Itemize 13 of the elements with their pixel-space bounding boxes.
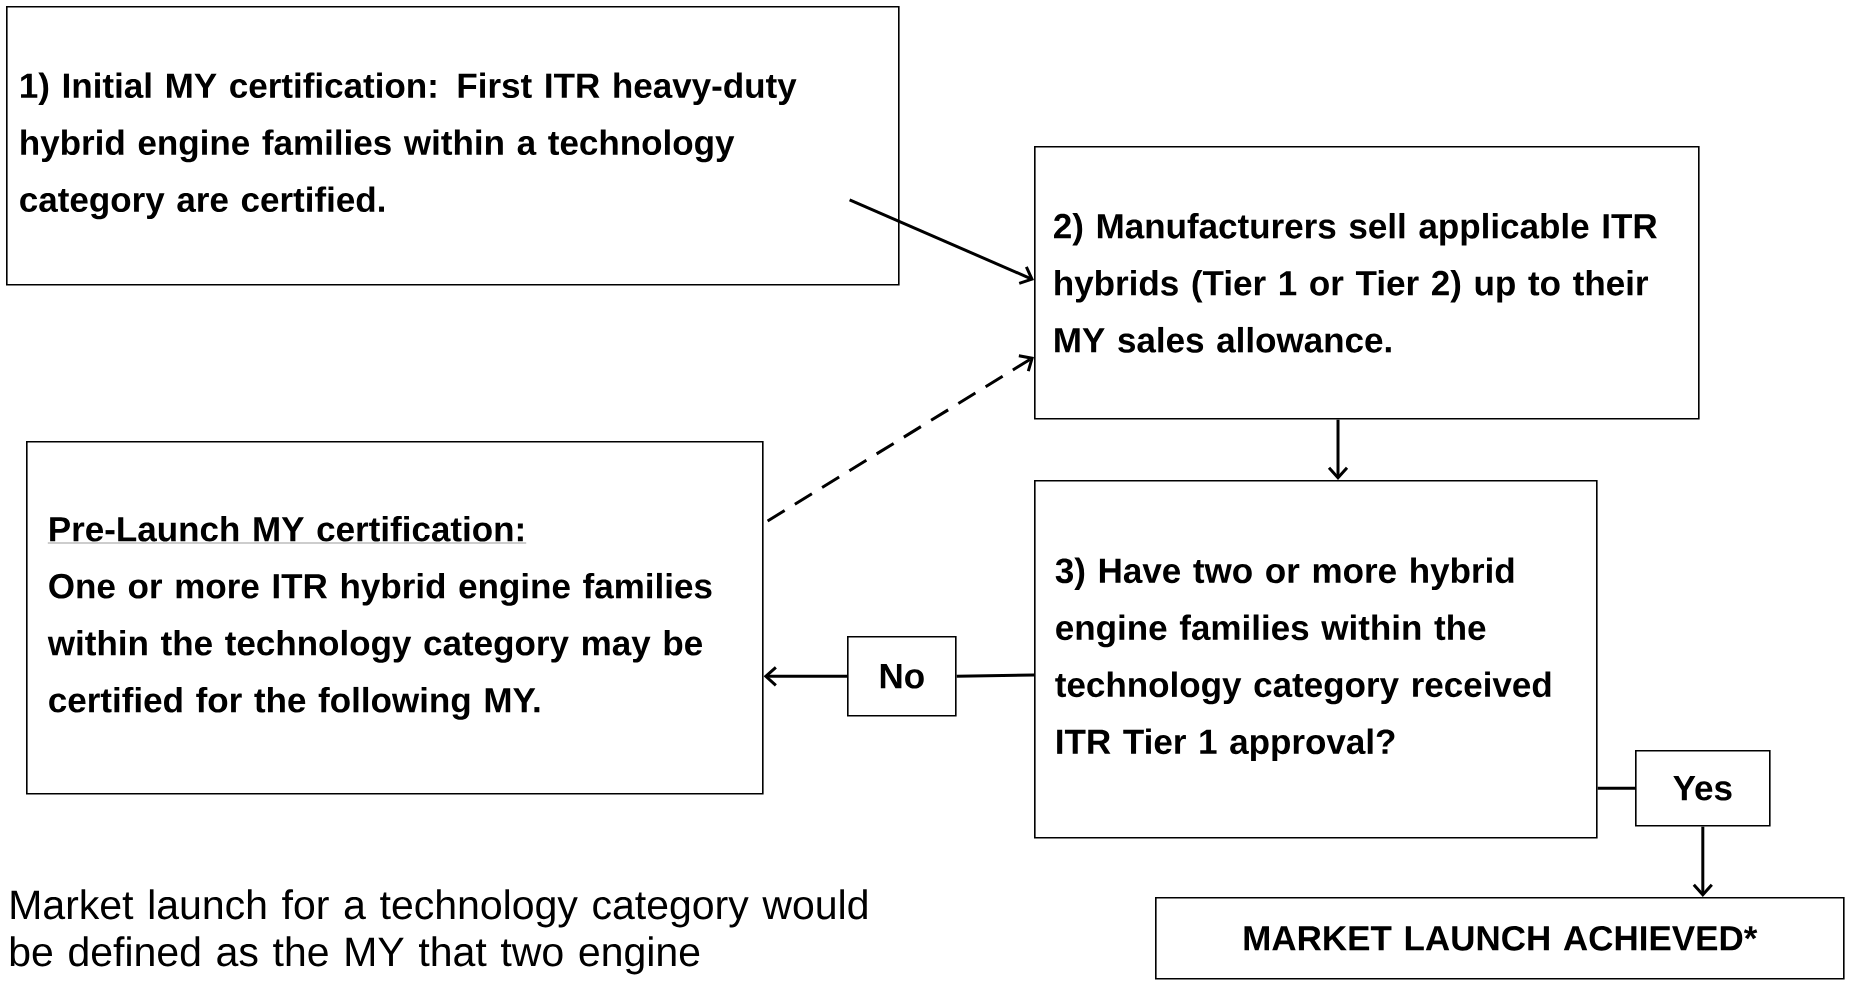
arrow (1327, 419, 1349, 480)
arrow (763, 666, 847, 687)
step-box: 1) Initial MY certification: First ITR heavy-duty hybrid engine families within a technology category are certified. (6, 6, 900, 286)
answer-box: No (847, 636, 957, 717)
step-box: Pre-Launch MY certification: One or more ITR hybrid engine families within the technology category may be certified for the following MY. (26, 441, 764, 795)
arrow (766, 354, 1034, 523)
arrow (849, 198, 1034, 285)
answer-box: Yes (1635, 750, 1771, 827)
result-box: MARKET LAUNCH ACHIEVED* (1155, 897, 1845, 980)
step-box: 2) Manufacturers sell applicable ITR hybrids (Tier 1 or Tier 2) up to their MY sales allowance. (1034, 146, 1700, 420)
decision-box: 3) Have two or more hybrid engine families within the technology category received ITR Tier 1 approval? (1034, 480, 1598, 839)
footnote: Market launch for a technology category would be defined as the MY that two engine (10, 889, 867, 975)
arrow (1692, 826, 1713, 897)
